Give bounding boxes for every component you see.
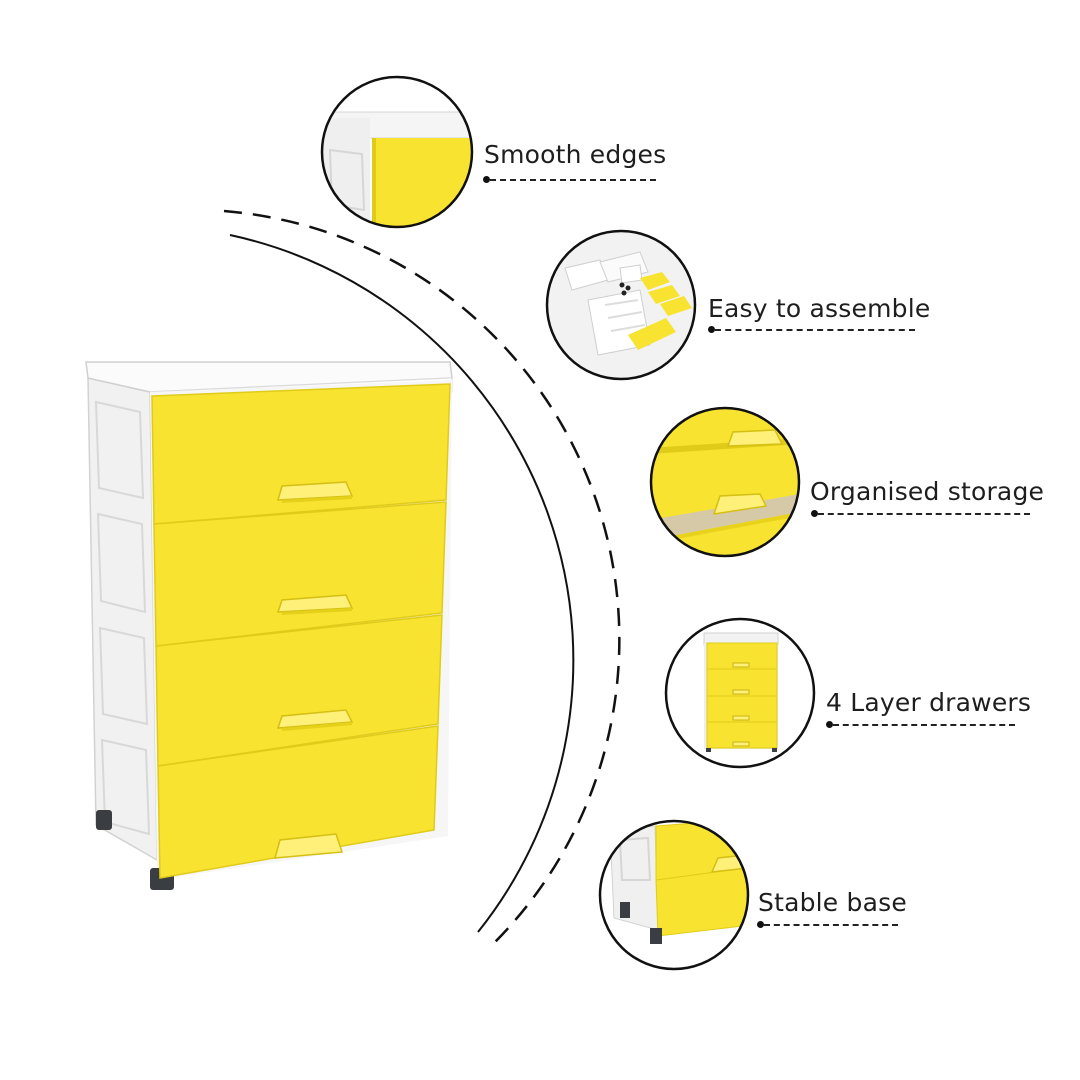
parts-kit-icon <box>545 229 697 381</box>
wheel <box>96 810 112 830</box>
leader-line <box>490 179 656 181</box>
cabinet-mini-icon <box>664 617 816 769</box>
feature-label-easy-to-assemble: Easy to assemble <box>708 294 931 323</box>
feature-label-4-layer-drawers: 4 Layer drawers <box>826 688 1032 717</box>
corner-detail-icon <box>320 75 474 229</box>
side-panel-reliefs <box>94 400 151 836</box>
drawer-handle-icon <box>649 406 801 558</box>
drawer-cabinet <box>85 361 453 890</box>
drawer-3 <box>155 614 443 767</box>
drawer-1 <box>151 383 451 525</box>
drawer-handles <box>273 481 354 859</box>
leader-dot <box>757 921 764 928</box>
dashed-arc <box>223 209 621 949</box>
leader-dot <box>826 721 833 728</box>
feature-label-smooth-edges: Smooth edges <box>484 140 667 169</box>
feature-label-organised-storage: Organised storage <box>810 477 1045 506</box>
drawer-2 <box>153 501 447 647</box>
drawer-4 <box>157 725 439 879</box>
wheel-base-icon <box>598 819 750 971</box>
leader-line <box>764 924 898 926</box>
arc-decoration <box>223 209 621 949</box>
leader-line <box>715 329 915 331</box>
solid-arc <box>229 234 575 933</box>
leader-dot <box>483 176 490 183</box>
leader-line <box>833 724 1015 726</box>
leader-dot <box>811 510 818 517</box>
leader-dot <box>708 326 715 333</box>
leader-line <box>818 513 1030 515</box>
feature-label-stable-base: Stable base <box>758 888 907 917</box>
